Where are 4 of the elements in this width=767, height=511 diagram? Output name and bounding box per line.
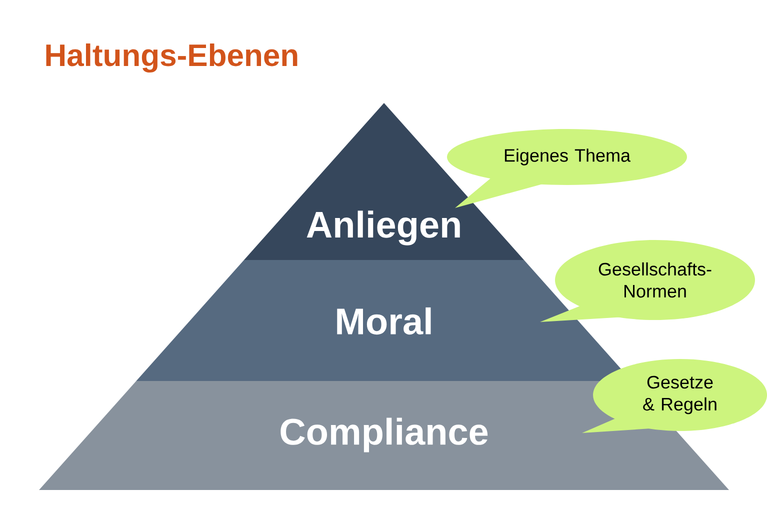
speech-bubble: Gesetze & Regeln — [582, 359, 767, 433]
speech-bubble: Eigenes Thema — [447, 129, 687, 208]
title: Haltungs-Ebenen — [46, 43, 298, 72]
speech-bubble: Gesellschafts- Normen — [540, 240, 755, 322]
